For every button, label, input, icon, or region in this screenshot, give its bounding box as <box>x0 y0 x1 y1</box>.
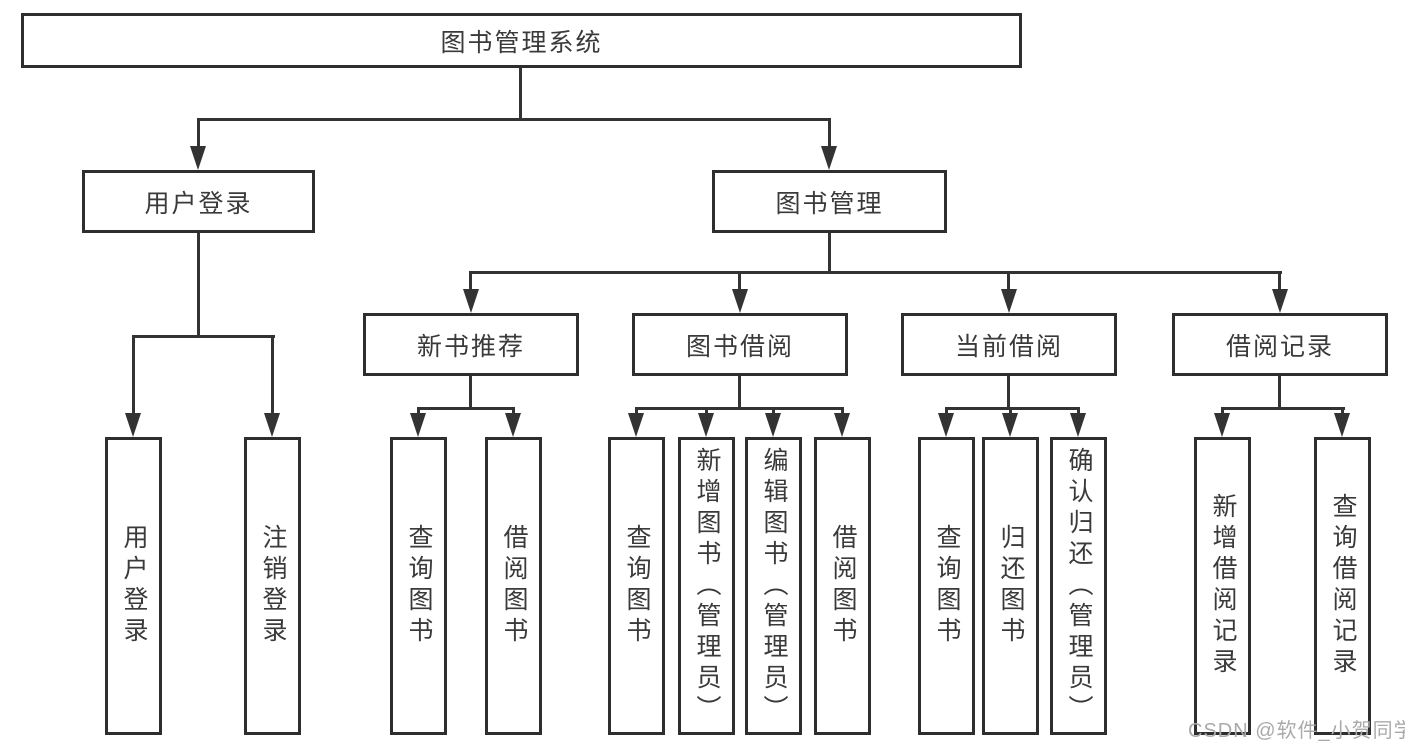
node-root: 图书管理系统 <box>21 13 1022 68</box>
leaf-borrow-books-recommend: 借阅图书 <box>485 437 542 735</box>
node-current-borrowing-label: 当前借阅 <box>954 332 1063 361</box>
arrowhead-icon <box>125 413 141 437</box>
leaf-query-books-current: 查询图书 <box>918 437 975 735</box>
connector-current-drop-1 <box>945 410 948 413</box>
arrowhead-icon <box>1002 413 1018 437</box>
connector-bookmgmt-drop-3 <box>1007 274 1010 289</box>
node-book-borrowing-label: 图书借阅 <box>685 332 794 361</box>
leaf-query-books-current-label: 查询图书 <box>933 524 961 648</box>
node-user-login: 用户登录 <box>82 170 315 233</box>
leaf-query-borrow-record: 查询借阅记录 <box>1314 437 1371 735</box>
leaf-edit-books-admin: 编辑图书（管理员） <box>745 437 802 735</box>
connector-borrowing-stem <box>738 376 741 407</box>
leaf-user-login: 用户登录 <box>105 437 162 735</box>
leaf-logout-label: 注销登录 <box>259 524 287 648</box>
leaf-edit-books-admin-label: 编辑图书（管理员） <box>760 446 788 726</box>
leaf-confirm-return-admin-label: 确认归还（管理员） <box>1065 446 1093 726</box>
connector-userlogin-drop-2 <box>271 338 274 413</box>
arrowhead-icon <box>264 413 280 437</box>
connector-root-drop-left <box>197 118 200 146</box>
leaf-borrow-books-label: 借阅图书 <box>829 524 857 648</box>
arrowhead-icon <box>463 289 479 313</box>
leaf-add-borrow-record-label: 新增借阅记录 <box>1209 493 1237 679</box>
arrowhead-icon <box>765 413 781 437</box>
leaf-logout: 注销登录 <box>244 437 301 735</box>
connector-recommend-drop-2 <box>512 410 515 413</box>
arrowhead-icon <box>1070 413 1086 437</box>
arrowhead-icon <box>1001 289 1017 313</box>
connector-bookmgmt-drop-1 <box>469 274 472 289</box>
arrowhead-icon <box>628 413 644 437</box>
connector-current-hbar <box>945 407 1080 410</box>
connector-bookmgmt-stem <box>828 233 831 271</box>
connector-root-drop-right <box>828 118 831 146</box>
connector-borrowing-hbar <box>635 407 844 410</box>
connector-records-drop-1 <box>1221 410 1224 413</box>
leaf-add-borrow-record: 新增借阅记录 <box>1194 437 1251 735</box>
leaf-confirm-return-admin: 确认归还（管理员） <box>1050 437 1107 735</box>
arrowhead-icon <box>821 146 837 170</box>
connector-current-drop-3 <box>1077 410 1080 413</box>
connector-borrowing-drop-4 <box>841 410 844 413</box>
node-root-label: 图书管理系统 <box>440 28 603 57</box>
connector-records-drop-2 <box>1341 410 1344 413</box>
connector-records-hbar <box>1221 407 1345 410</box>
node-book-borrowing: 图书借阅 <box>632 313 848 376</box>
arrowhead-icon <box>732 289 748 313</box>
connector-bookmgmt-hbar <box>469 271 1282 274</box>
node-borrowing-records-label: 借阅记录 <box>1225 332 1334 361</box>
connector-userlogin-drop-1 <box>132 338 135 413</box>
arrowhead-icon <box>1272 289 1288 313</box>
connector-userlogin-hbar <box>132 335 275 338</box>
connector-bookmgmt-drop-2 <box>738 274 741 289</box>
leaf-add-books-admin-label: 新增图书（管理员） <box>693 446 721 726</box>
leaf-return-books-label: 归还图书 <box>997 524 1025 648</box>
leaf-borrow-books: 借阅图书 <box>814 437 871 735</box>
connector-bookmgmt-drop-4 <box>1278 274 1281 289</box>
leaf-query-books-borrowing: 查询图书 <box>608 437 665 735</box>
leaf-add-books-admin: 新增图书（管理员） <box>678 437 735 735</box>
connector-userlogin-stem <box>197 233 200 335</box>
connector-records-stem <box>1278 376 1281 407</box>
connector-borrowing-drop-1 <box>635 410 638 413</box>
arrowhead-icon <box>698 413 714 437</box>
node-book-management-label: 图书管理 <box>775 189 884 218</box>
leaf-query-books-borrowing-label: 查询图书 <box>623 524 651 648</box>
node-book-management: 图书管理 <box>712 170 947 233</box>
node-borrowing-records: 借阅记录 <box>1172 313 1388 376</box>
connector-recommend-stem <box>469 376 472 407</box>
arrowhead-icon <box>410 413 426 437</box>
arrowhead-icon <box>505 413 521 437</box>
node-new-book-recommend: 新书推荐 <box>363 313 579 376</box>
arrowhead-icon <box>1334 413 1350 437</box>
node-user-login-label: 用户登录 <box>144 189 253 218</box>
leaf-user-login-label: 用户登录 <box>120 524 148 648</box>
arrowhead-icon <box>1214 413 1230 437</box>
arrowhead-icon <box>834 413 850 437</box>
leaf-borrow-books-recommend-label: 借阅图书 <box>500 524 528 648</box>
connector-root-hbar <box>197 118 831 121</box>
leaf-query-borrow-record-label: 查询借阅记录 <box>1329 493 1357 679</box>
connector-current-stem <box>1007 376 1010 407</box>
connector-root-stem <box>519 68 522 118</box>
connector-recommend-hbar <box>417 407 515 410</box>
node-new-book-recommend-label: 新书推荐 <box>416 332 525 361</box>
arrowhead-icon <box>938 413 954 437</box>
leaf-return-books: 归还图书 <box>982 437 1039 735</box>
connector-current-drop-2 <box>1009 410 1012 413</box>
connector-borrowing-drop-3 <box>772 410 775 413</box>
connector-recommend-drop-1 <box>417 410 420 413</box>
leaf-query-books-recommend-label: 查询图书 <box>405 524 433 648</box>
node-current-borrowing: 当前借阅 <box>901 313 1117 376</box>
leaf-query-books-recommend: 查询图书 <box>390 437 447 735</box>
connector-borrowing-drop-2 <box>705 410 708 413</box>
watermark: CSDN @软件_小贺同学 <box>1188 720 1405 742</box>
arrowhead-icon <box>190 146 206 170</box>
